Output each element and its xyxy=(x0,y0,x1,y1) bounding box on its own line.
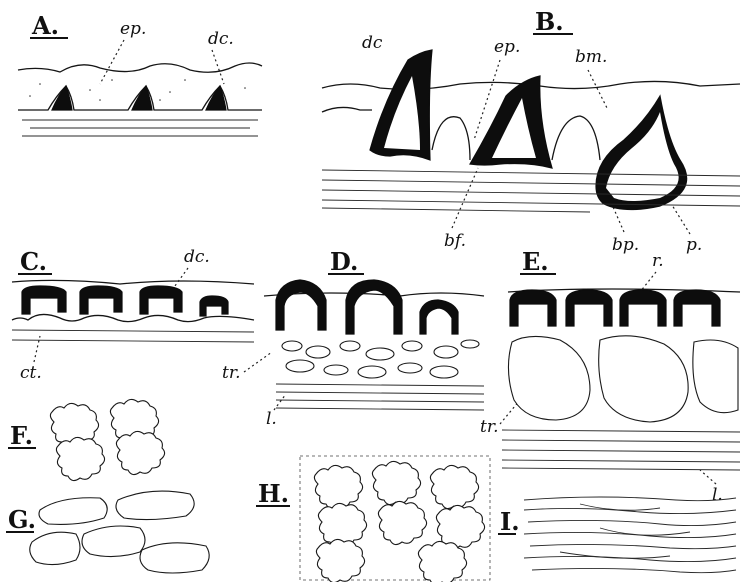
denticle-d1 xyxy=(276,280,326,330)
denticle-d2 xyxy=(346,280,402,334)
leader-bm xyxy=(588,70,608,110)
leader-p xyxy=(672,205,690,234)
epidermis-inner-b xyxy=(322,107,372,112)
panel-i: I. xyxy=(498,497,736,573)
denticles-d xyxy=(276,280,458,334)
denticle-e4 xyxy=(674,290,720,326)
label-tr-e: tr. xyxy=(480,417,499,437)
panel-b: B. dc ep. bm. bf. bp. p. xyxy=(322,7,740,255)
scales-g xyxy=(30,491,209,573)
epidermis-surface xyxy=(18,63,262,72)
panel-h: H. xyxy=(256,456,490,582)
dermis-lines-c xyxy=(12,330,254,342)
panel-d-letter: D. xyxy=(330,247,358,276)
denticle-c1 xyxy=(22,286,66,314)
label-dc-b: dc xyxy=(362,33,383,53)
label-bp: bp. xyxy=(612,235,639,255)
leader-ep xyxy=(100,40,124,84)
label-l-d: l. xyxy=(266,409,277,429)
denticle-e1 xyxy=(510,290,556,326)
panel-a: A. ep. dc. xyxy=(18,11,262,136)
dermis-lines-d xyxy=(276,384,484,410)
panel-e: E. r. tr. l. xyxy=(480,247,740,505)
panel-f: F. xyxy=(8,399,165,480)
label-bf: bf. xyxy=(444,231,466,251)
denticle-e3 xyxy=(620,290,666,326)
cells-d xyxy=(282,340,479,378)
panel-a-letter: A. xyxy=(31,11,59,40)
panel-e-letter: E. xyxy=(522,247,549,276)
denticle-e2 xyxy=(566,290,612,326)
panel-c-letter: C. xyxy=(20,247,47,276)
label-l-e: l. xyxy=(712,485,723,505)
denticle-d3 xyxy=(420,300,458,334)
label-dc-c: dc. xyxy=(184,247,210,267)
leader-bf xyxy=(452,168,478,228)
label-dc: dc. xyxy=(208,29,234,49)
epidermis-surface-c xyxy=(12,280,254,284)
panel-g: G. xyxy=(6,491,209,573)
label-ct: ct. xyxy=(20,363,42,383)
scales-f xyxy=(50,399,164,480)
panel-g-letter: G. xyxy=(8,505,36,534)
denticles-c xyxy=(22,286,228,316)
label-bm: bm. xyxy=(575,47,607,67)
scales-h xyxy=(314,461,484,582)
label-r: r. xyxy=(652,251,664,271)
leader-tr-d xyxy=(244,352,272,372)
dermis-boundary-c xyxy=(12,314,254,321)
label-ep-b: ep. xyxy=(494,37,520,57)
panel-c: C. dc. ct. xyxy=(12,247,254,383)
panel-b-letter: B. xyxy=(535,7,564,36)
denticle-c2 xyxy=(80,286,122,314)
panel-f-letter: F. xyxy=(10,421,33,450)
epidermis-surface-d xyxy=(264,293,484,296)
denticles-e xyxy=(510,290,720,326)
denticle-c4 xyxy=(200,296,228,316)
label-p: p. xyxy=(686,235,702,255)
dermis-lines-a xyxy=(22,120,258,136)
leader-l-e xyxy=(700,470,716,484)
dermis-lines-e xyxy=(502,430,740,470)
leader-dc-c xyxy=(172,268,188,290)
panel-i-letter: I. xyxy=(500,507,520,536)
label-tr-d: tr. xyxy=(222,363,241,383)
cells-e xyxy=(508,336,738,422)
panel-d: D. tr. l. xyxy=(222,247,484,429)
denticle-c3 xyxy=(140,286,182,314)
label-ep: ep. xyxy=(120,19,146,39)
leader-dc xyxy=(212,50,224,84)
panel-h-letter: H. xyxy=(258,479,289,508)
fibres-i xyxy=(524,497,736,573)
